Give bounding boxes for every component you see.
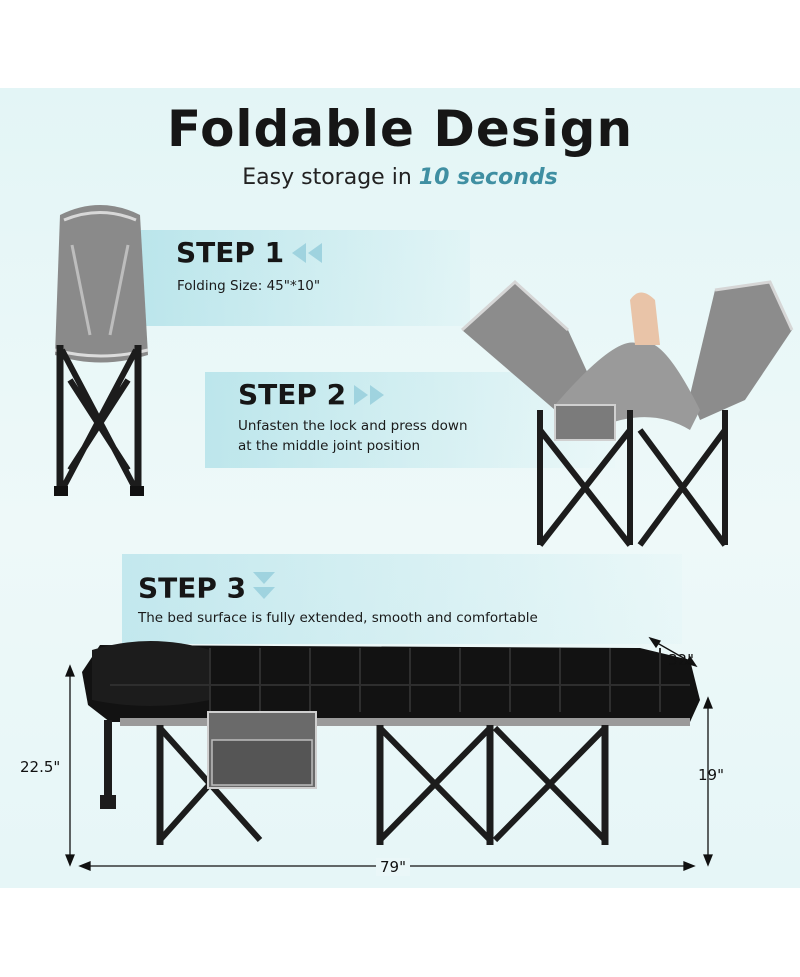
page-title: Foldable Design [166,100,634,158]
width-dimension-label: 32" [668,651,694,669]
double-chevron-down-icon [252,570,276,609]
length-dimension-label: 79" [376,858,410,876]
double-chevron-left-icon [290,238,324,271]
step3-title: STEP 3 [138,570,276,609]
height-left-dimension-label: 22.5" [20,758,61,776]
subtitle-text: Easy storage in [242,165,419,190]
expanded-cot-image [82,641,700,845]
step2-description-line1: Unfasten the lock and press down [238,418,468,434]
half-folded-cot-image [460,279,794,547]
step1-description: Folding Size: 45"*10" [177,278,321,294]
step2-description-line2: at the middle joint position [238,438,421,454]
step2-label: STEP 2 [238,378,347,411]
step3-label: STEP 3 [138,571,247,605]
step1-label: STEP 1 [176,236,285,269]
folded-cot-image [54,205,149,496]
step2-title: STEP 2 [238,378,386,413]
height-right-dimension-label: 19" [698,766,724,784]
subtitle-accent: 10 seconds [418,165,558,190]
page-subtitle: Easy storage in 10 seconds [0,165,800,190]
step1-title: STEP 1 [176,236,324,271]
double-chevron-right-icon [352,380,386,413]
step3-description: The bed surface is fully extended, smoot… [138,610,538,626]
step3-band [122,554,682,644]
